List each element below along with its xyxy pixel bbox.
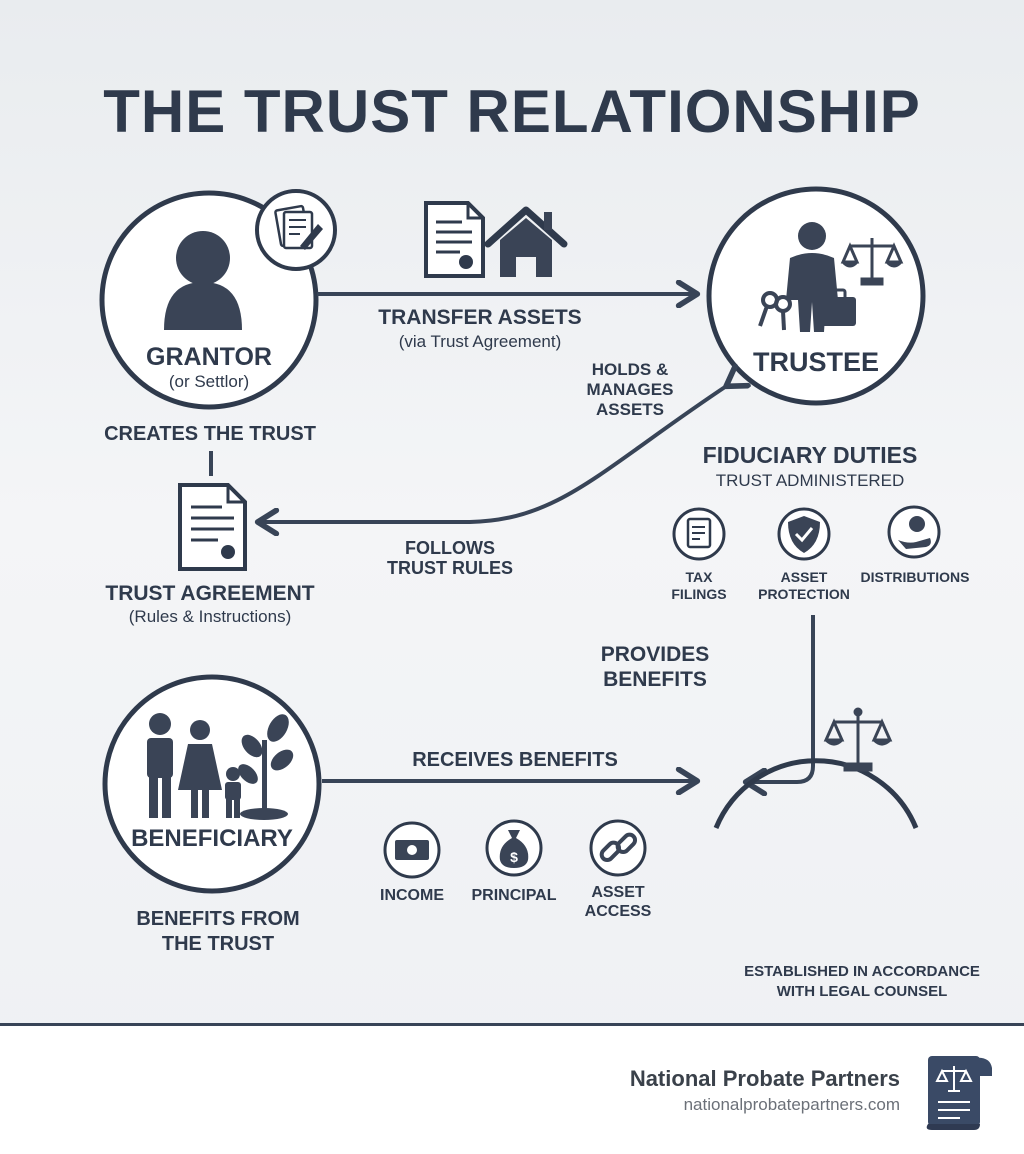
provides-line-1: PROVIDES — [600, 643, 710, 666]
legal-note-line-2: WITH LEGAL COUNSEL — [776, 983, 948, 1000]
legal-note-line-1: ESTABLISHED IN ACCORDANCE — [744, 963, 980, 980]
money-icon — [383, 821, 441, 879]
person-icon — [164, 231, 242, 330]
fiduciary-sublabel: TRUST ADMINISTERED — [715, 471, 905, 490]
keys-icon — [758, 291, 792, 331]
follows-line-1: FOLLOWS — [405, 538, 495, 558]
duty-asset-line-1: ASSET — [780, 569, 828, 585]
grantor-label: GRANTOR — [146, 343, 272, 371]
follows-line-2: TRUST RULES — [387, 558, 513, 578]
growing-tree-icon — [238, 714, 294, 820]
page-title: THE TRUST RELATIONSHIP — [103, 78, 921, 145]
footer-divider — [0, 1023, 1024, 1026]
grantor-caption: CREATES THE TRUST — [104, 423, 316, 445]
duty-asset-line-2: PROTECTION — [758, 586, 850, 602]
duty-tax-line-1: TAX — [685, 569, 713, 585]
house-icon — [484, 206, 568, 277]
benefits-arc — [713, 758, 919, 829]
probate-scroll-logo-icon — [926, 1056, 992, 1130]
svg-text:$: $ — [510, 849, 518, 865]
trustee-node — [706, 186, 926, 406]
fiduciary-label: FIDUCIARY DUTIES — [702, 442, 918, 468]
hand-coin-icon — [887, 505, 941, 559]
benefit-asset-line-1: ASSET — [591, 884, 645, 901]
agreement-label: TRUST AGREEMENT — [105, 582, 315, 605]
footer-brand: National Probate Partners nationalprobat… — [630, 1066, 900, 1115]
briefcase-icon — [820, 288, 856, 326]
beneficiary-caption-2: THE TRUST — [161, 933, 275, 955]
benefit-asset-line-2: ACCESS — [584, 903, 652, 920]
scales-icon — [840, 238, 904, 286]
footer — [0, 1026, 1024, 1154]
provides-benefits-line — [748, 615, 815, 782]
grantor-sublabel: (or Settlor) — [168, 372, 250, 391]
trustee-label: TRUSTEE — [752, 347, 879, 377]
link-icon — [589, 819, 647, 877]
transfer-label: TRANSFER ASSETS — [378, 306, 582, 329]
contract-document-icon — [424, 201, 485, 278]
tax-document-icon — [672, 507, 726, 561]
family-icon — [147, 713, 241, 818]
trust-agreement-document-icon — [178, 483, 247, 571]
footer-brand-url: nationalprobatepartners.com — [683, 1095, 900, 1114]
transfer-sublabel: (via Trust Agreement) — [398, 332, 562, 351]
beneficiary-caption-1: BENEFITS FROM — [136, 908, 300, 930]
beneficiary-node — [102, 674, 322, 894]
benefit-principal-label: PRINCIPAL — [471, 887, 557, 904]
scales-of-justice-icon — [823, 707, 893, 772]
agreement-sublabel: (Rules & Instructions) — [128, 607, 292, 626]
benefit-income-label: INCOME — [380, 887, 444, 904]
duty-distributions-label: DISTRIBUTIONS — [860, 569, 970, 585]
holds-line-3: ASSETS — [595, 400, 665, 419]
holds-line-1: HOLDS & — [591, 360, 669, 379]
beneficiary-label: BENEFICIARY — [131, 825, 293, 852]
footer-brand-name: National Probate Partners — [629, 1066, 900, 1091]
document-pen-icon — [255, 189, 337, 271]
follows-rules-arrow — [260, 385, 728, 522]
duty-tax-line-2: FILINGS — [671, 586, 727, 602]
money-bag-icon: $ — [485, 819, 543, 877]
provides-line-2: BENEFITS — [603, 668, 707, 691]
receives-label: RECEIVES BENEFITS — [412, 749, 618, 771]
holds-line-2: MANAGES — [586, 380, 674, 399]
shield-check-icon — [777, 507, 831, 561]
